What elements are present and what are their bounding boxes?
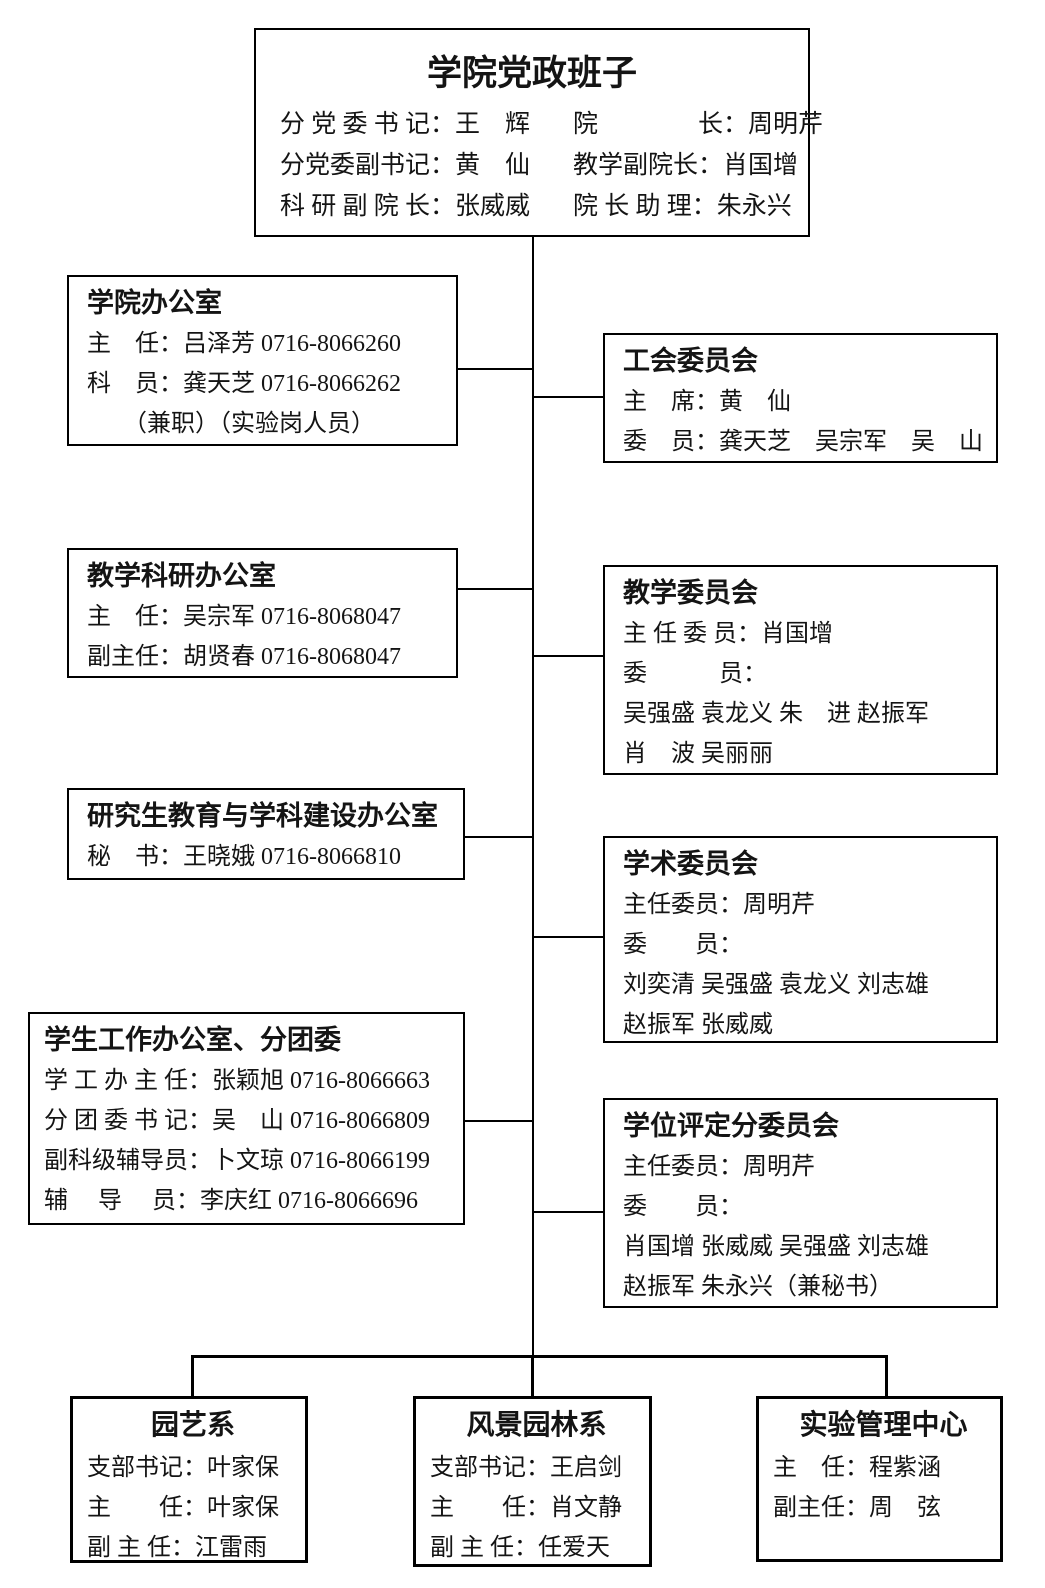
box-title: 园艺系 [150, 1410, 235, 1441]
box-title: 教学委员会 [623, 578, 758, 608]
box-line: 副主任：周 弦 [773, 1495, 941, 1521]
box-line: 科 员：龚天芝 0716-8066262 [87, 371, 401, 397]
box-line: 副 主 任：江雷雨 [87, 1535, 267, 1561]
box-line: 赵振军 张威威 [623, 1012, 773, 1038]
connector-trunk [532, 237, 534, 1357]
box-line: 主 任：吴宗军 0716-8068047 [87, 604, 401, 630]
box-teaching-committee: 教学委员会 主 任 委 员：肖国增 委 员： 吴强盛 袁龙义 朱 进 赵振军 肖… [603, 565, 998, 775]
leadership-row: 分党委副书记：黄 仙 教学副院长：肖国增 [256, 145, 808, 186]
connector-student-affairs-office [463, 1120, 532, 1122]
box-line: 肖 波 吴丽丽 [623, 741, 773, 767]
box-experiment-center: 实验管理中心 主 任：程紫涵 副主任：周 弦 [756, 1396, 1003, 1562]
box-teaching-research-office: 教学科研办公室 主 任：吴宗军 0716-8068047 副主任：胡贤春 071… [67, 548, 458, 678]
box-title: 风景园林系 [466, 1410, 607, 1441]
leadership-row: 分 党 委 书 记：王 辉 院 长：周明芹 [256, 104, 823, 145]
box-title: 工会委员会 [623, 346, 758, 376]
box-line: 委 员： [623, 1194, 743, 1220]
box-title: 学位评定分委员会 [623, 1111, 839, 1141]
connector-college-office [458, 368, 532, 370]
box-college-office: 学院办公室 主 任：吕泽芳 0716-8066260 科 员：龚天芝 0716-… [67, 275, 458, 446]
leadership-row: 科 研 副 院 长：张威威 院 长 助 理：朱永兴 [256, 186, 808, 227]
leadership-role-dean-assistant: 院 长 助 理：朱永兴 [572, 193, 792, 220]
box-line: 辅 导 员：李庆红 0716-8066696 [44, 1188, 418, 1214]
box-line: 委 员： [623, 932, 743, 958]
box-title: 学生工作办公室、分团委 [44, 1025, 341, 1055]
box-title: 学术委员会 [623, 849, 758, 879]
box-line: 肖国增 张威威 吴强盛 刘志雄 [623, 1234, 929, 1260]
box-line: 主 任 委 员：肖国增 [623, 621, 833, 647]
box-line: 主 任：肖文静 [430, 1495, 622, 1521]
connector-graduate-office [465, 836, 532, 838]
leadership-role-teaching-vice-dean: 教学副院长：肖国增 [572, 152, 798, 179]
box-union-committee: 工会委员会 主 席：黄 仙 委 员：龚天芝 吴宗军 吴 山 [603, 333, 998, 463]
box-line: 副主任：胡贤春 0716-8068047 [87, 644, 401, 670]
leadership-role-deputy-secretary: 分党委副书记：黄 仙 [280, 152, 531, 179]
box-line: 委 员：龚天芝 吴宗军 吴 山 [623, 429, 983, 455]
box-line: 主任委员：周明芹 [623, 1154, 815, 1180]
box-graduate-education-office: 研究生教育与学科建设办公室 秘 书：王晓娥 0716-8066810 [67, 788, 465, 880]
leadership-role-dean: 院 长：周明芹 [572, 111, 823, 138]
box-line: （兼职）（实验岗人员） [87, 411, 375, 437]
connector-academic-committee [534, 936, 603, 938]
box-title: 学院办公室 [87, 288, 222, 318]
connector-teaching-research-office [458, 588, 532, 590]
box-line: 委 员： [623, 661, 767, 687]
box-academic-committee: 学术委员会 主任委员：周明芹 委 员： 刘奕清 吴强盛 袁龙义 刘志雄 赵振军 … [603, 836, 998, 1043]
leadership-role-secretary: 分 党 委 书 记：王 辉 [280, 111, 531, 138]
box-line: 主 任：叶家保 [87, 1495, 279, 1521]
box-line: 主 任：吕泽芳 0716-8066260 [87, 331, 401, 357]
box-line: 吴强盛 袁龙义 朱 进 赵振军 [623, 701, 929, 727]
box-title: 研究生教育与学科建设办公室 [87, 801, 438, 831]
box-line: 分 团 委 书 记：吴 山 0716-8066809 [44, 1108, 430, 1134]
box-line: 主 任：程紫涵 [773, 1455, 941, 1481]
box-line: 主 席：黄 仙 [623, 389, 791, 415]
box-line: 支部书记：王启剑 [430, 1455, 622, 1481]
connector-drop-horticulture [191, 1355, 194, 1396]
box-college-leadership: 学院党政班子 分 党 委 书 记：王 辉 院 长：周明芹 分党委副书记：黄 仙 … [254, 28, 823, 237]
connector-teaching-committee [534, 655, 603, 657]
box-line: 支部书记：叶家保 [87, 1455, 279, 1481]
box-horticulture-dept: 园艺系 支部书记：叶家保 主 任：叶家保 副 主 任：江雷雨 [70, 1396, 308, 1563]
connector-drop-landscape [531, 1355, 534, 1396]
box-line: 刘奕清 吴强盛 袁龙义 刘志雄 [623, 972, 929, 998]
connector-drop-experiment-center [885, 1355, 888, 1396]
connector-bottom-bar [191, 1355, 888, 1358]
box-student-affairs-office: 学生工作办公室、分团委 学 工 办 主 任：张颖旭 0716-8066663 分… [28, 1012, 465, 1225]
box-title: 教学科研办公室 [87, 561, 276, 591]
box-line: 副科级辅导员：卜文琼 0716-8066199 [44, 1148, 430, 1174]
box-line: 学 工 办 主 任：张颖旭 0716-8066663 [44, 1068, 430, 1094]
connector-union-committee [534, 396, 603, 398]
box-line: 副 主 任：任爱天 [430, 1535, 610, 1561]
box-line: 赵振军 朱永兴（兼秘书） [623, 1274, 893, 1300]
chart-title: 学院党政班子 [426, 54, 637, 93]
connector-degree-committee [534, 1211, 603, 1213]
box-landscape-dept: 风景园林系 支部书记：王启剑 主 任：肖文静 副 主 任：任爱天 [413, 1396, 652, 1567]
box-line: 秘 书：王晓娥 0716-8066810 [87, 844, 401, 870]
box-title: 实验管理中心 [799, 1410, 968, 1441]
box-degree-committee: 学位评定分委员会 主任委员：周明芹 委 员： 肖国增 张威威 吴强盛 刘志雄 赵… [603, 1098, 998, 1308]
leadership-role-research-vice-dean: 科 研 副 院 长：张威威 [280, 193, 531, 220]
box-line: 主任委员：周明芹 [623, 892, 815, 918]
